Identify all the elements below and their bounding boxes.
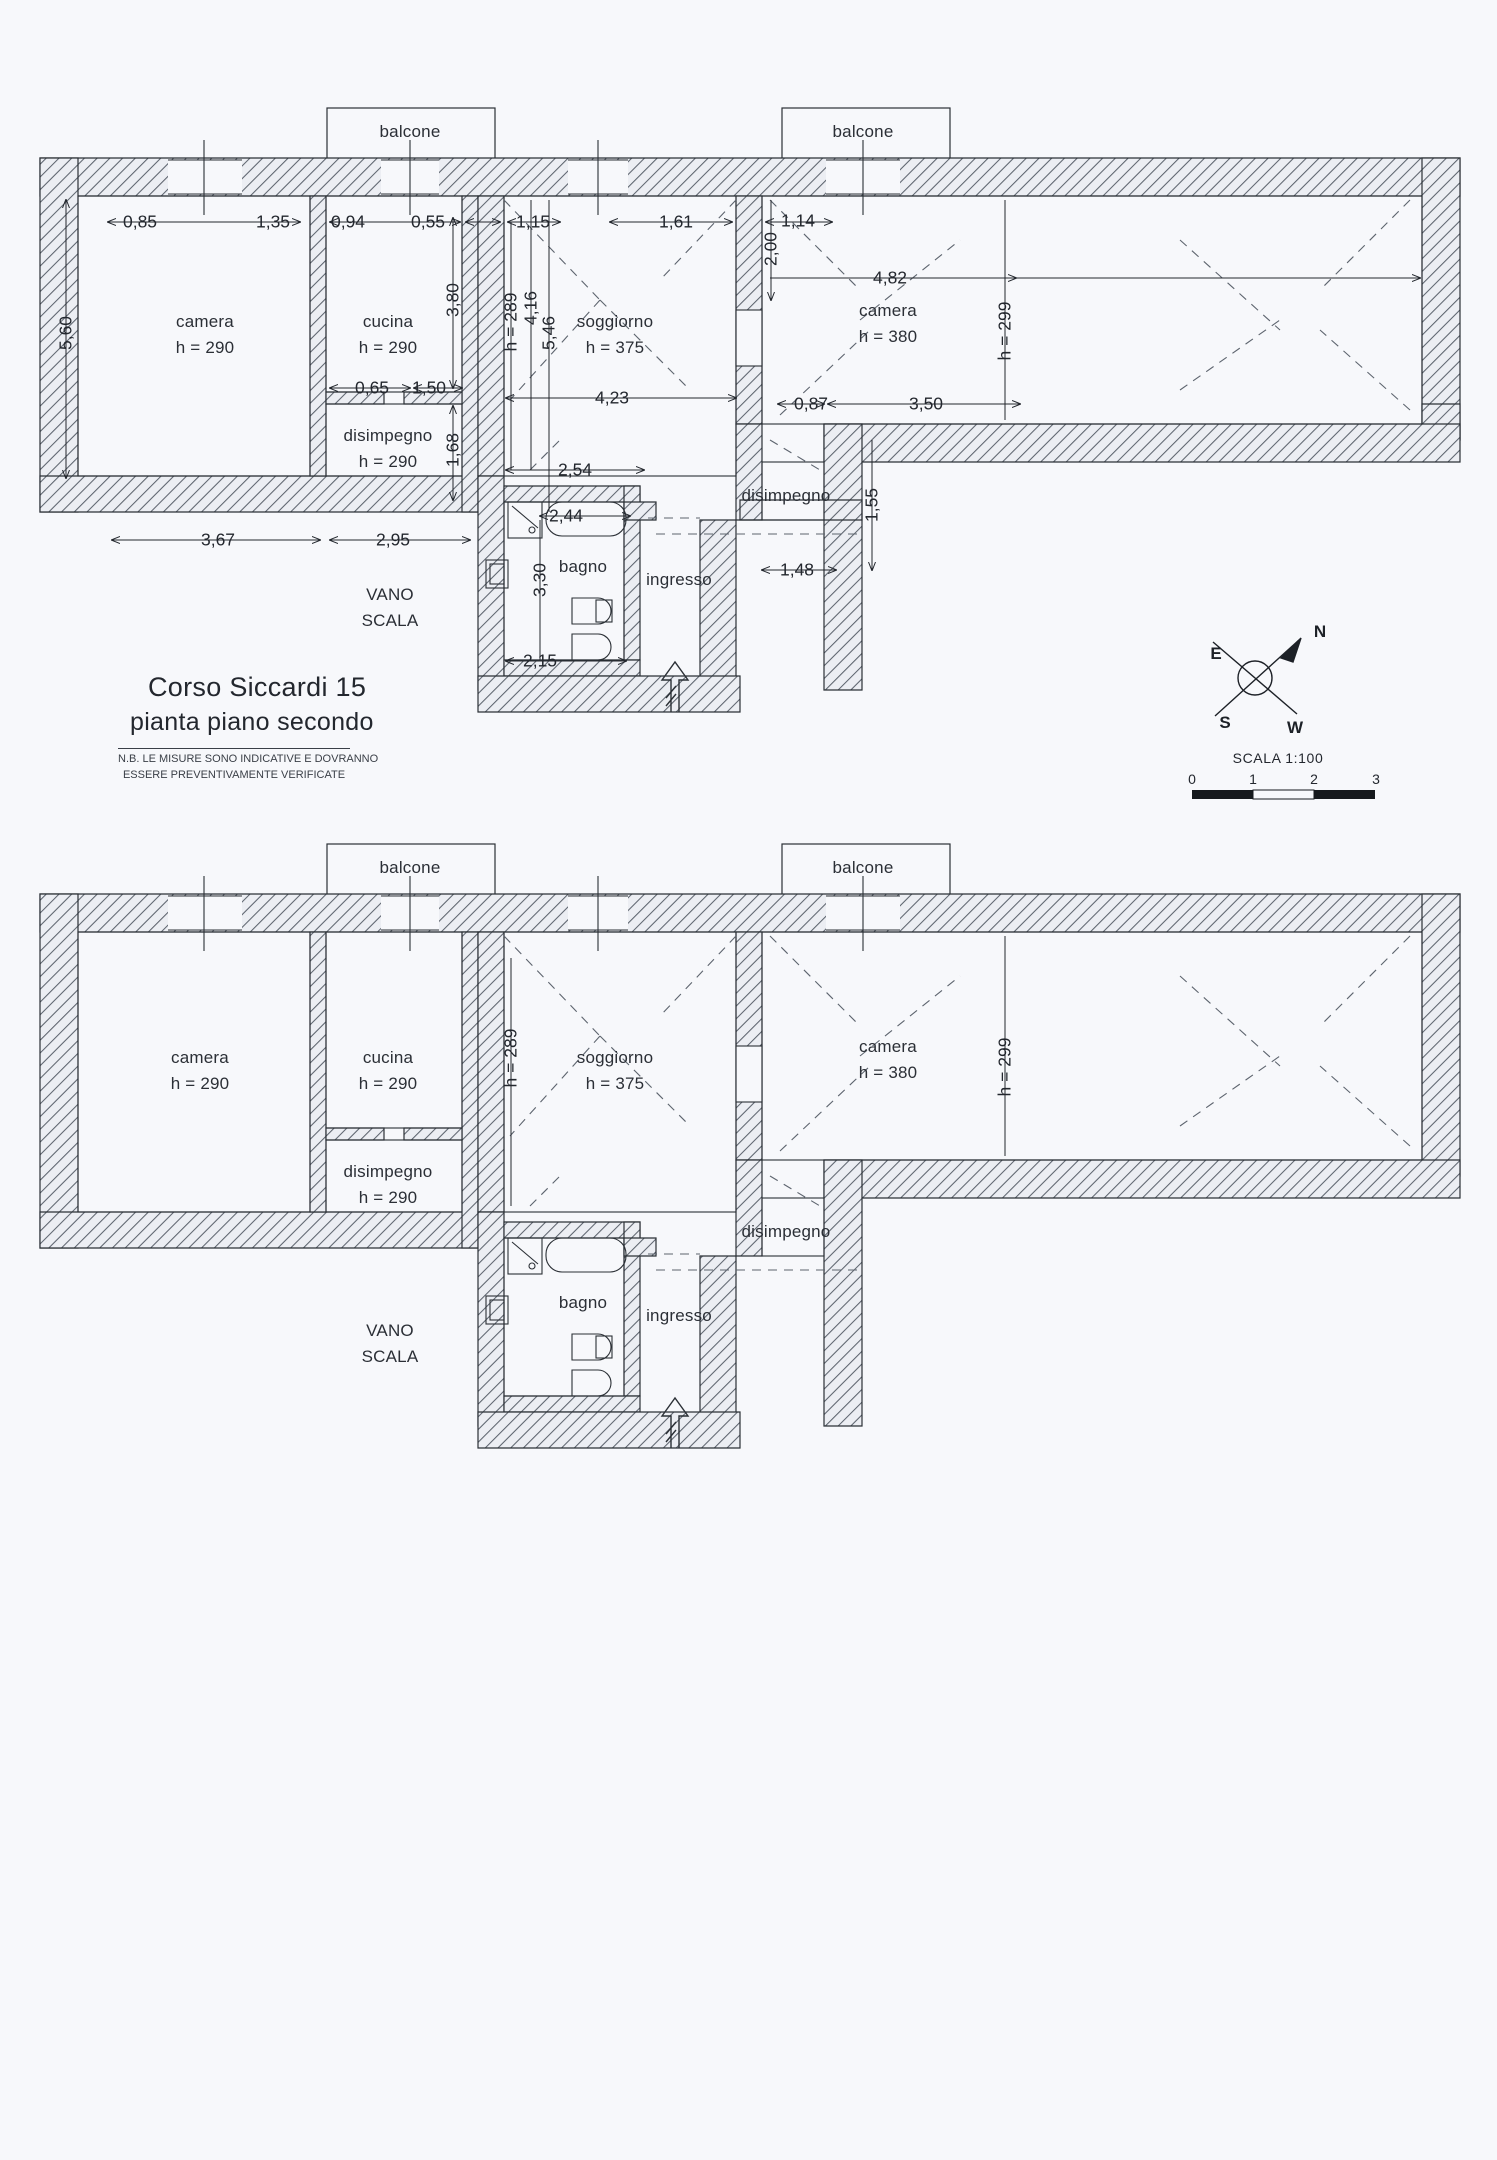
room-soggiorno: soggiorno [576, 312, 654, 331]
dimension-value: 1,14 [780, 210, 816, 231]
room-cucina: cucina [362, 312, 414, 331]
room-camera-left: camera [171, 1048, 229, 1067]
dimension-value: 3,67 [200, 529, 236, 550]
room-disimpegno-left: disimpegno [343, 1162, 433, 1181]
upper-plan-drawing [39, 107, 1461, 713]
balcony-label: balcone [832, 122, 894, 141]
dimension-value: 1,48 [779, 559, 815, 580]
vano-scala-line2: SCALA [361, 1347, 419, 1366]
lower-floor-plan: balcone balcone camera h = 290 cucina h … [0, 736, 1497, 1816]
scale-tick-2: 2 [1310, 771, 1318, 787]
room-bagno: bagno [558, 557, 608, 576]
dimension-value: 0,94 [330, 211, 366, 232]
dimension-value: h = 299 [994, 301, 1015, 361]
room-camera-right-height: h = 380 [858, 1063, 918, 1082]
dimension-value: 0,55 [410, 211, 446, 232]
vano-scala-line1: VANO [366, 585, 414, 604]
scale-bar [1192, 789, 1375, 800]
scale-tick-3: 3 [1372, 771, 1380, 787]
scale-tick-1: 1 [1249, 771, 1257, 787]
dimension-value: 2,95 [375, 529, 411, 550]
disclaimer-note: N.B. LE MISURE SONO INDICATIVE E DOVRANN… [118, 752, 379, 784]
room-disimpegno-left-height: h = 290 [358, 452, 418, 471]
room-camera-left-height: h = 290 [170, 1074, 230, 1093]
room-camera-left: camera [176, 312, 234, 331]
dimension-value: 0,85 [122, 211, 158, 232]
dimension-value: 1,50 [411, 377, 447, 398]
compass-rose [1212, 637, 1302, 717]
room-bagno: bagno [558, 1293, 608, 1312]
compass-west-label: W [1286, 718, 1304, 737]
dimension-value: 1,15 [515, 211, 551, 232]
entrance-arrow [660, 1396, 690, 1448]
dimension-value: 5,60 [55, 315, 76, 351]
vano-scala-line1: VANO [366, 1321, 414, 1340]
dimension-value: 4,23 [594, 387, 630, 408]
upper-floor-plan: balcone balcone camera h = 290 cucina h … [39, 107, 1461, 800]
disclaimer-line-2: ESSERE PREVENTIVAMENTE VERIFICATE [122, 768, 346, 781]
room-soggiorno-height: h = 375 [585, 338, 645, 357]
title-divider [118, 748, 350, 749]
room-disimpegno-left: disimpegno [343, 426, 433, 445]
dimension-value: 1,55 [861, 487, 882, 523]
room-cucina-height: h = 290 [358, 338, 418, 357]
scale-label: SCALA 1:100 [1232, 750, 1324, 766]
room-disimpegno-left-height: h = 290 [358, 1188, 418, 1207]
room-soggiorno-height: h = 375 [585, 1074, 645, 1093]
page-subtitle: pianta piano secondo [130, 708, 374, 736]
compass-south-label: S [1219, 713, 1231, 732]
dimension-value: 1,35 [255, 211, 291, 232]
dimension-value: 3,50 [908, 393, 944, 414]
dimension-value: 3,80 [442, 282, 463, 318]
room-camera-right-height: h = 380 [858, 327, 918, 346]
room-camera-left-height: h = 290 [175, 338, 235, 357]
balcony-label: balcone [379, 858, 441, 877]
dimension-value: 4,82 [872, 267, 908, 288]
balcony-label: balcone [379, 122, 441, 141]
compass-east-label: E [1210, 644, 1222, 663]
dimension-value: 0,65 [354, 377, 390, 398]
dimension-value: 5,46 [538, 315, 559, 351]
dimension-value: 1,61 [658, 211, 694, 232]
dimension-value: 3,30 [529, 562, 550, 598]
page-title: Corso Siccardi 15 [148, 672, 367, 702]
room-cucina-height: h = 290 [358, 1074, 418, 1093]
lower-plan-drawing [39, 843, 1461, 1449]
scale-tick-0: 0 [1188, 771, 1196, 787]
room-camera-right: camera [859, 301, 917, 320]
room-disimpegno-right: disimpegno [741, 1222, 831, 1241]
compass-north-label: N [1313, 622, 1327, 641]
dimension-value: 1,68 [442, 432, 463, 468]
dimension-value: 2,15 [522, 650, 558, 671]
room-ingresso: ingresso [646, 570, 712, 589]
room-disimpegno-right: disimpegno [741, 486, 831, 505]
dimension-value: 2,00 [760, 231, 781, 267]
dimension-value: 2,44 [548, 505, 584, 526]
dimension-value: h = 289 [500, 1028, 521, 1088]
room-soggiorno: soggiorno [576, 1048, 654, 1067]
dimension-value: h = 299 [994, 1037, 1015, 1097]
disclaimer-line-1: N.B. LE MISURE SONO INDICATIVE E DOVRANN… [118, 753, 379, 765]
room-ingresso: ingresso [646, 1306, 712, 1325]
vano-scala-line2: SCALA [361, 611, 419, 630]
room-camera-right: camera [859, 1037, 917, 1056]
entrance-arrow [660, 660, 690, 712]
room-cucina: cucina [362, 1048, 414, 1067]
dimension-value: h = 289 [500, 292, 521, 352]
balcony-label: balcone [832, 858, 894, 877]
dimension-value: 0,87 [793, 393, 829, 414]
dimension-value: 2,54 [557, 459, 593, 480]
